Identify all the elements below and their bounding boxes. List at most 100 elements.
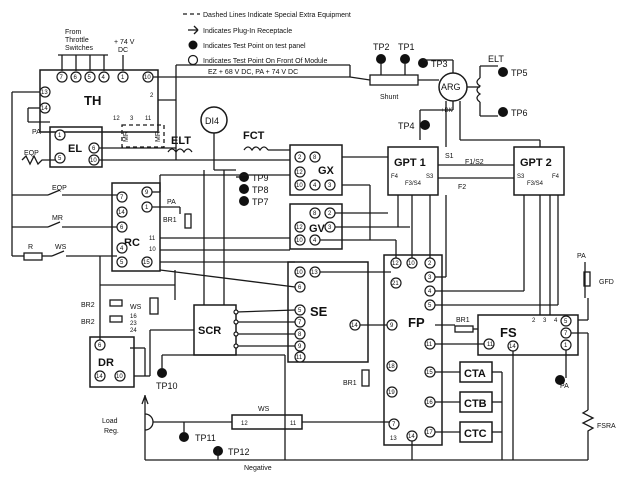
svg-text:11: 11: [149, 236, 156, 242]
legend-voltages-text: EZ + 68 V DC, PA + 74 V DC: [208, 69, 298, 76]
svg-text:5: 5: [58, 156, 62, 162]
svg-text:10: 10: [296, 238, 303, 244]
ws-bottom-label: WS: [258, 406, 270, 413]
tp7-marker: [239, 196, 249, 206]
svg-text:9: 9: [390, 323, 394, 329]
svg-text:14: 14: [509, 344, 516, 350]
cta-label: CTA: [464, 368, 486, 380]
tp1-marker: [400, 54, 410, 64]
th-from-throttle-line2: Throttle: [65, 37, 89, 44]
fp-module-box: [383, 254, 443, 446]
el-module-box: [49, 126, 103, 168]
br2-label-2: BR2: [81, 319, 95, 326]
s1-label: S1: [445, 153, 454, 160]
elt-label-right: ELT: [488, 54, 504, 64]
svg-text:11: 11: [296, 355, 303, 361]
svg-text:1: 1: [121, 75, 125, 81]
svg-text:9: 9: [298, 344, 302, 350]
dr-label: DR: [98, 357, 114, 369]
fp-br1-label: BR1: [343, 380, 357, 387]
svg-text:7: 7: [120, 195, 124, 201]
svg-text:3: 3: [130, 116, 134, 122]
component-scr: SCR: [193, 304, 296, 356]
gpt2-s3: S3: [517, 174, 525, 180]
svg-text:11: 11: [426, 342, 433, 348]
svg-text:2: 2: [150, 93, 154, 99]
gpt2-label: GPT 2: [520, 157, 552, 169]
svg-text:16: 16: [426, 400, 433, 406]
svg-text:5: 5: [428, 303, 432, 309]
left-eqp-label: EQP: [52, 185, 67, 192]
gpt2-f3s4: F3/S4: [527, 181, 544, 187]
svg-text:14: 14: [118, 210, 125, 216]
module-gx: GX 2 8 12 10 4 3: [289, 144, 343, 196]
svg-text:12: 12: [392, 261, 399, 267]
gpt2-f4: F4: [552, 174, 560, 180]
gfd-label: GFD: [599, 279, 614, 286]
fs-test-point: [555, 375, 565, 385]
svg-text:6: 6: [74, 75, 78, 81]
tp6-label: TP6: [511, 108, 528, 118]
top-right-power: TP2 TP1 TP3 Shunt ARG +BK TP4 ELT TP5 TP…: [369, 42, 528, 140]
svg-text:10: 10: [90, 158, 97, 164]
svg-text:7: 7: [298, 320, 302, 326]
th-from-throttle-line3: Switches: [65, 45, 94, 52]
fsra-label: FSRA: [597, 423, 616, 430]
svg-text:12: 12: [296, 170, 303, 176]
th-74v-line1: + 74 V: [114, 39, 135, 46]
svg-text:3: 3: [328, 225, 332, 231]
el-pa-label: PA: [32, 129, 41, 136]
tp2-label: TP2: [373, 42, 390, 52]
tp11-label: TP11: [195, 433, 216, 443]
gx-module-box: [289, 144, 343, 196]
rc-br1-label: BR1: [163, 217, 177, 224]
dr-module-box: [89, 336, 135, 388]
load-reg-line2: Reg.: [104, 428, 119, 435]
se-label: SE: [310, 304, 328, 319]
svg-text:2: 2: [298, 155, 302, 161]
tp2-marker: [376, 54, 386, 64]
svg-text:3: 3: [428, 275, 432, 281]
negative-label: Negative: [244, 465, 272, 472]
f2-label: F2: [458, 184, 466, 191]
gv-label: GV: [309, 223, 326, 235]
se-module-box: [287, 261, 369, 363]
svg-text:19: 19: [388, 390, 395, 396]
ctb-label: CTB: [464, 398, 487, 410]
test-point-module-icon: [187, 54, 199, 66]
arg-mask-label: +BK: [441, 108, 453, 114]
svg-text:6: 6: [92, 146, 96, 152]
svg-text:11: 11: [145, 116, 152, 122]
module-gv: GV 8 2 12 3 10 4: [289, 203, 343, 250]
svg-text:10: 10: [149, 247, 156, 253]
th-74v-line2: DC: [118, 47, 128, 54]
svg-text:10: 10: [116, 374, 123, 380]
el-eqp-label: EQP: [24, 150, 39, 157]
tp12-label: TP12: [228, 447, 250, 457]
left-inputs: EQP MR R WS: [12, 185, 117, 261]
svg-text:5: 5: [298, 308, 302, 314]
gx-label: GX: [318, 165, 335, 177]
svg-text:18: 18: [388, 364, 395, 370]
ws-label-lower: WS: [130, 304, 142, 311]
bottom-left-area: TP10 Load Reg. WS 12 11 TP11 TP12 Negati…: [102, 368, 588, 472]
left-r-label: R: [28, 244, 33, 251]
svg-text:4: 4: [428, 289, 432, 295]
svg-text:2: 2: [532, 318, 536, 324]
svg-text:11: 11: [487, 342, 494, 348]
rc-pa-label: PA: [167, 199, 176, 206]
di4-label: DI4: [205, 116, 219, 126]
ws-bottom-pin-12: 12: [241, 421, 248, 427]
plug-in-receptacle-icon: [188, 25, 199, 35]
br2-label-1: BR2: [81, 302, 95, 309]
svg-text:6: 6: [98, 343, 102, 349]
svg-text:1: 1: [58, 133, 62, 139]
ws-bottom-pin-11: 11: [290, 421, 297, 427]
arg-label: ARG: [441, 82, 461, 92]
svg-text:10: 10: [296, 270, 303, 276]
svg-text:12: 12: [296, 225, 303, 231]
fs-br1-label: BR1: [456, 317, 470, 324]
module-gpt1: GPT 1 F4 F3/S4 S3: [387, 146, 439, 196]
test-point-panel-icon: [188, 40, 198, 50]
